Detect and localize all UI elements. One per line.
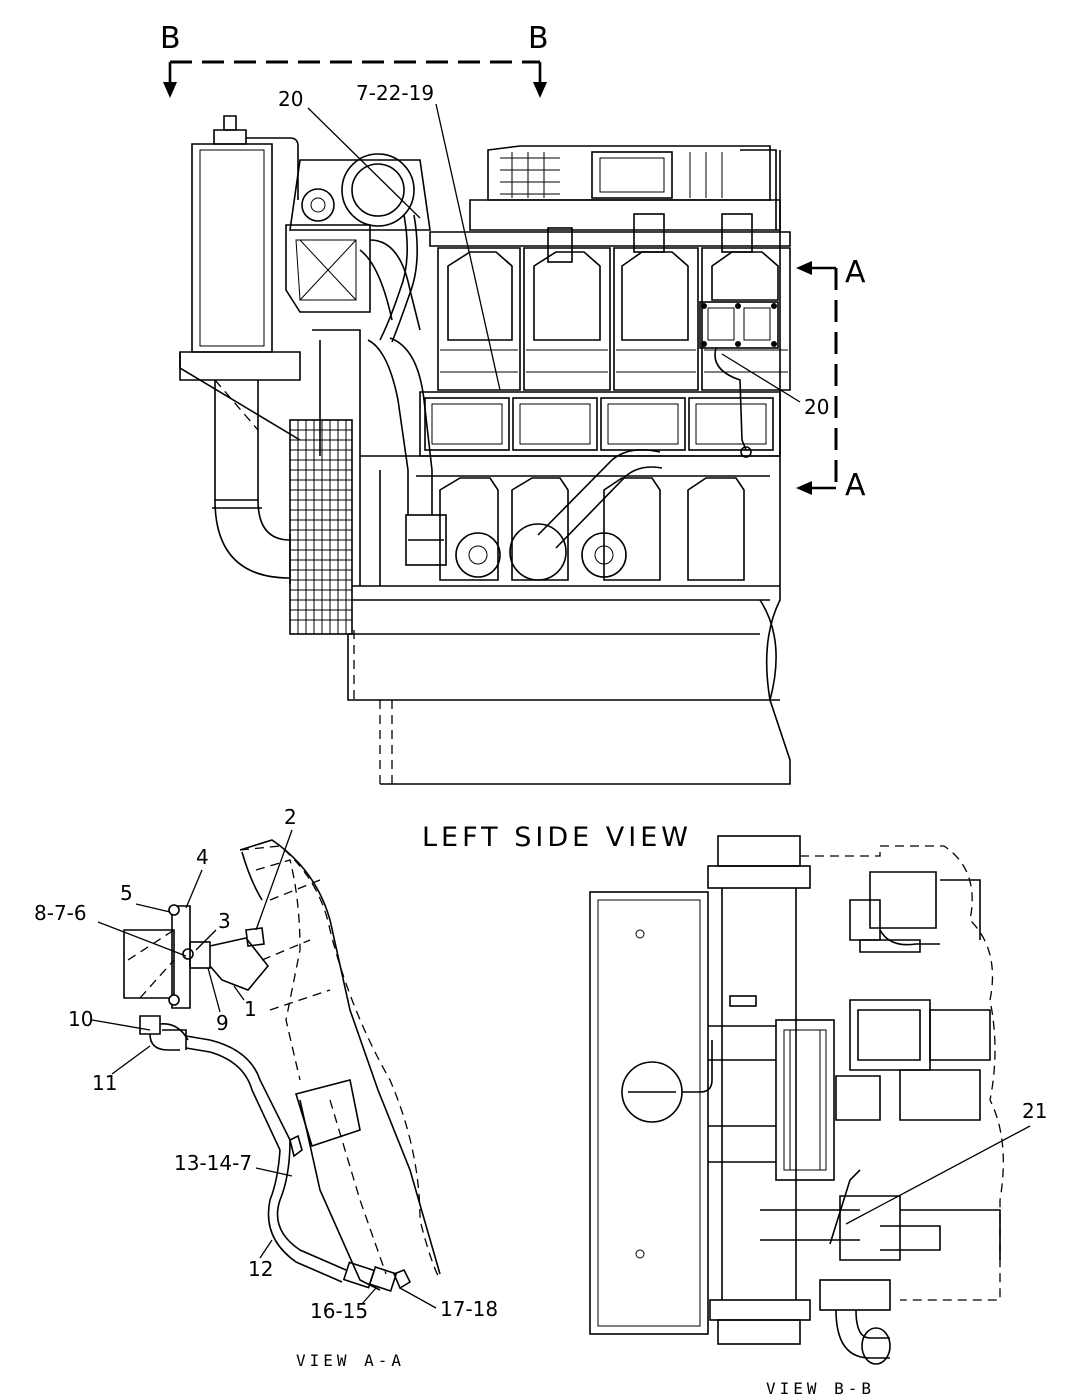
callout-10: 10	[68, 1007, 93, 1031]
section-b-marker: B B	[160, 21, 549, 98]
callout-4: 4	[196, 845, 209, 869]
callout-7-22-19: 7-22-19	[356, 81, 434, 105]
section-label-b-right: B	[528, 21, 549, 56]
callout-20-right: 20	[804, 395, 829, 419]
view-b-b	[589, 835, 1004, 1365]
view-aa-callouts: 2 4 5 8-7-6 3 9 1 10 11 13-14-7 12 16-15…	[34, 805, 498, 1323]
callout-20-top: 20	[278, 87, 303, 111]
callout-8-7-6: 8-7-6	[34, 901, 87, 925]
section-label-a-bottom: A	[845, 468, 866, 503]
section-label-b-left: B	[160, 21, 181, 56]
callout-16-15: 16-15	[310, 1299, 368, 1323]
callout-11: 11	[92, 1071, 117, 1095]
callout-17-18: 17-18	[440, 1297, 498, 1321]
cooler-fins	[290, 420, 352, 634]
view-a-a	[123, 839, 441, 1292]
callout-12: 12	[248, 1257, 273, 1281]
section-a-marker: A A	[796, 255, 866, 503]
callout-5: 5	[120, 881, 133, 905]
main-view-callouts: 20 7-22-19 20	[278, 81, 829, 419]
cylinder-heads	[437, 213, 791, 391]
view-aa-title: VIEW A-A	[296, 1351, 405, 1370]
engine-left-side-view	[179, 115, 791, 785]
main-view-title: LEFT SIDE VIEW	[422, 822, 692, 853]
callout-1: 1	[244, 997, 257, 1021]
view-bb-callouts: 21	[845, 1099, 1047, 1225]
manifold-panels	[419, 391, 781, 457]
callout-21: 21	[1022, 1099, 1047, 1123]
callout-9: 9	[216, 1011, 229, 1035]
callout-3: 3	[218, 909, 231, 933]
callout-13-14-7: 13-14-7	[174, 1151, 252, 1175]
view-bb-title: VIEW B-B	[766, 1379, 875, 1398]
callout-2: 2	[284, 805, 297, 829]
section-label-a-top: A	[845, 255, 866, 290]
